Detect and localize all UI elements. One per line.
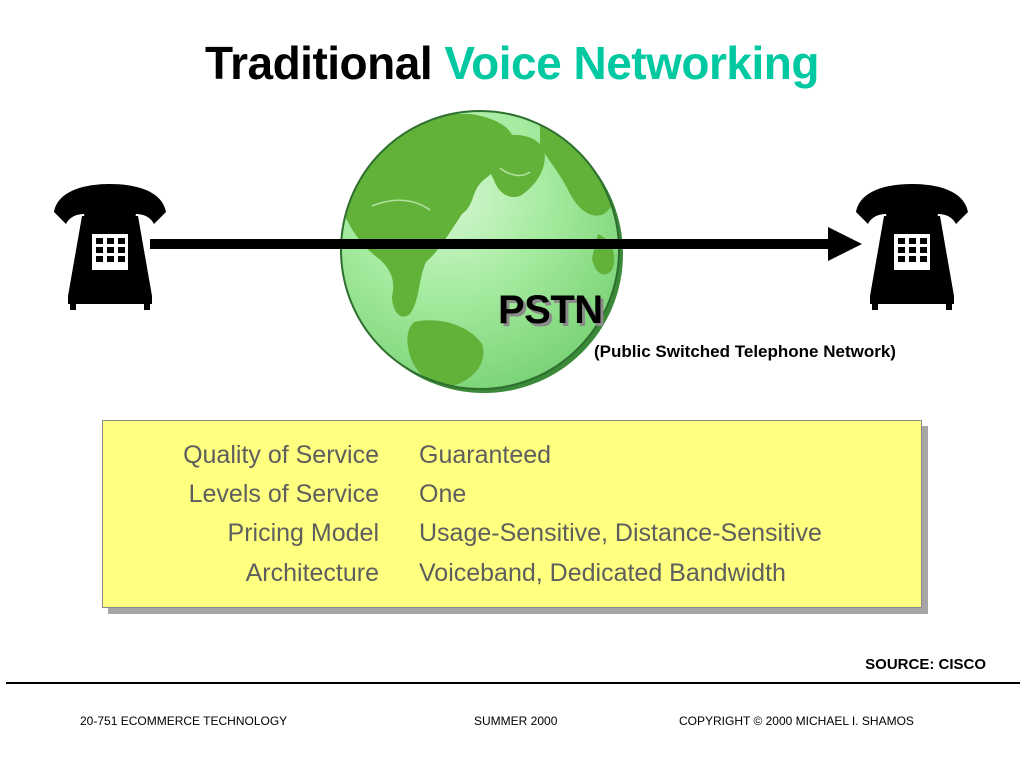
slide-title: Traditional Voice Networking	[0, 36, 1024, 90]
property-key: Pricing Model	[227, 519, 379, 547]
property-value: Guaranteed	[419, 441, 552, 469]
property-key: Architecture	[245, 559, 379, 587]
footer-course: 20-751 ECOMMERCE TECHNOLOGY	[80, 714, 288, 728]
title-part-voice-networking: Voice Networking	[444, 37, 819, 89]
title-part-traditional: Traditional	[205, 37, 433, 89]
property-value: One	[419, 480, 467, 508]
properties-box: Quality of Service Guaranteed Levels of …	[102, 420, 922, 608]
property-key: Quality of Service	[183, 441, 379, 469]
property-row: Levels of Service One	[103, 480, 921, 520]
telephone-icon	[54, 184, 166, 310]
property-key: Levels of Service	[188, 480, 379, 508]
property-row: Pricing Model Usage-Sensitive, Distance-…	[103, 519, 921, 559]
pstn-diagram	[54, 110, 968, 393]
footer-copyright: COPYRIGHT © 2000 MICHAEL I. SHAMOS	[679, 714, 914, 728]
property-value: Voiceband, Dedicated Bandwidth	[419, 559, 786, 587]
property-row: Quality of Service Guaranteed	[103, 441, 921, 481]
globe-icon	[340, 110, 623, 393]
telephone-icon	[856, 184, 968, 310]
source-credit: SOURCE: CISCO	[865, 656, 986, 673]
footer-divider	[6, 682, 1020, 684]
footer-term: SUMMER 2000	[474, 714, 558, 728]
pstn-label: PSTN	[498, 288, 603, 332]
property-row: Architecture Voiceband, Dedicated Bandwi…	[103, 559, 921, 599]
pstn-expansion: (Public Switched Telephone Network)	[594, 342, 896, 361]
arrow-right-icon	[150, 227, 862, 261]
property-value: Usage-Sensitive, Distance-Sensitive	[419, 519, 822, 547]
